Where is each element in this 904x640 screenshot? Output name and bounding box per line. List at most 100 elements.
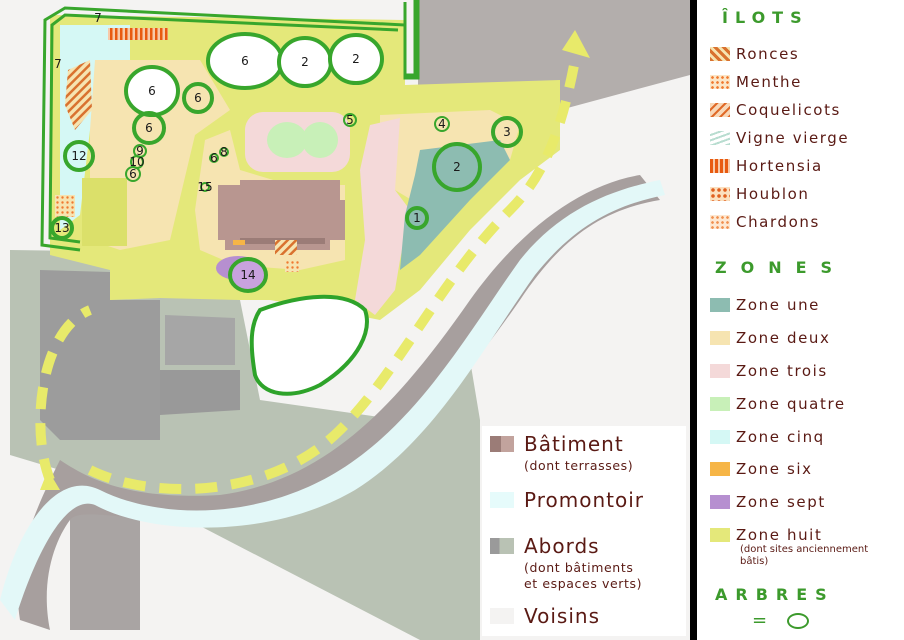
tree-marker [228, 257, 268, 293]
legend-abords-sub2: et espaces verts) [524, 576, 643, 591]
tree-marker [200, 182, 210, 192]
tree-number-label: 3 [503, 125, 511, 139]
tree-number-label: 6 [129, 167, 137, 181]
legend-abords-sub1: (dont bâtiments [524, 560, 634, 575]
tree-marker [434, 116, 450, 132]
legend-divider [690, 0, 697, 640]
zone-quatre-swatch [710, 397, 730, 411]
tree-number-label: 7 [54, 57, 62, 71]
abords-annex2 [160, 370, 240, 415]
legend-zone-trois-label: Zone trois [736, 362, 828, 380]
zone-six [233, 240, 245, 245]
legend-houblon-label: Houblon [736, 185, 810, 203]
tree-number-label: 6 [148, 84, 156, 98]
ilots-title: ÎLOTS [722, 8, 809, 27]
tree-marker [63, 140, 95, 172]
legend-hortensia: Hortensia [710, 156, 823, 176]
zone-une-swatch [710, 298, 730, 312]
zone-une [400, 140, 510, 270]
tree-ring-icon [787, 612, 810, 629]
zone-huit-west-block [82, 178, 127, 246]
legend-panel [697, 0, 904, 640]
ilot-coquelicots [275, 240, 297, 255]
tree-marker [432, 142, 482, 192]
tree-marker [405, 206, 429, 230]
zone-trois-swatch [710, 364, 730, 378]
coquelicots-hatch-icon [710, 103, 730, 117]
abords-annex [165, 315, 235, 365]
tree-number-label: 9 [136, 144, 144, 158]
tree-marker [209, 153, 219, 163]
tree-number-label: 12 [71, 149, 86, 163]
zone-sept-swatch [710, 495, 730, 509]
legend-menthe: Menthe [710, 72, 802, 92]
legend-hortensia-label: Hortensia [736, 157, 823, 175]
tree-marker [491, 116, 523, 148]
plot-boundary-outer [40, 0, 417, 252]
legend-zone-huit-label: Zone huit [736, 526, 823, 544]
ronces-hatch-icon [710, 47, 730, 61]
ilot-hortensia [108, 28, 168, 40]
legend-ronces-label: Ronces [736, 45, 800, 63]
tree-number-label: 2 [352, 52, 360, 66]
legend-menthe-label: Menthe [736, 73, 802, 91]
legend-zone-une: Zone une [710, 295, 820, 315]
legend-chardons: Chardons [710, 212, 820, 232]
path-arrow-ne [562, 30, 590, 58]
legend-bottom-panel: Bâtiment (dont terrasses) Promontoir Abo… [482, 426, 686, 636]
legend-zone-sept-label: Zone sept [736, 493, 826, 511]
legend-zone-cinq-label: Zone cinq [736, 428, 825, 446]
tree-marker [219, 147, 229, 157]
legend-zone-trois: Zone trois [710, 361, 828, 381]
legend-vigne: Vigne vierge [710, 128, 849, 148]
arbres-eq: = [752, 610, 768, 631]
legend-zone-cinq: Zone cinq [710, 427, 825, 447]
tree-marker [125, 166, 141, 182]
legend-houblon: Houblon [710, 184, 810, 204]
legend-zone-huit-sub: (dont sites anciennement bâtis) [740, 544, 869, 567]
tree-marker [50, 216, 74, 240]
chardons-dots-icon [710, 215, 730, 229]
legend-zone-deux-label: Zone deux [736, 329, 831, 347]
legend-batiment: Bâtiment [490, 432, 624, 456]
legend-zone-une-label: Zone une [736, 296, 820, 314]
ilot-menthe [285, 260, 299, 272]
legend-batiment-sub: (dont terrasses) [524, 458, 634, 473]
legend-voisins: Voisins [490, 604, 600, 628]
zone-huit-swatch [710, 528, 730, 542]
path-arrow-sw [40, 470, 60, 490]
legend-zone-six-label: Zone six [736, 460, 813, 478]
tree-marker [182, 82, 214, 114]
path-dashes-main [35, 59, 580, 495]
tree-number-label: 4 [438, 117, 446, 131]
tree-number-label: 6 [145, 121, 153, 135]
tree-number-label: 2 [301, 55, 309, 69]
legend-promontoir-label: Promontoir [524, 488, 644, 512]
legend-zone-sept: Zone sept [710, 492, 826, 512]
abords-swatch [490, 538, 514, 554]
legend-vigne-label: Vigne vierge [736, 129, 850, 147]
tree-marker [132, 111, 166, 145]
river [0, 180, 665, 620]
legend-zone-huit: Zone huit [710, 525, 822, 545]
tree-number-label: 14 [240, 268, 255, 282]
tree-number-label: 7 [94, 11, 102, 25]
legend-batiment-label: Bâtiment [524, 432, 624, 456]
zone-deux-swatch [710, 331, 730, 345]
tree-number-label: 1 [413, 211, 421, 225]
houblon-dots-icon [710, 187, 730, 201]
tree-number-label: 15 [197, 180, 212, 194]
tree-number-label: 2 [453, 160, 461, 174]
ilot-ronces-west [65, 60, 92, 130]
vigne-stripes-icon [710, 131, 730, 145]
tree-number-label: 13 [54, 221, 69, 235]
legend-abords: Abords [490, 534, 600, 558]
legend-coquelicots-label: Coquelicots [736, 101, 841, 119]
tree-number-label: 5 [346, 113, 354, 127]
zone-quatre-a [267, 122, 307, 158]
abords-buildings [40, 270, 160, 440]
tree-number-label: 6 [210, 151, 218, 165]
promontoir-swatch [490, 492, 514, 508]
hortensia-stripes-icon [710, 159, 730, 173]
